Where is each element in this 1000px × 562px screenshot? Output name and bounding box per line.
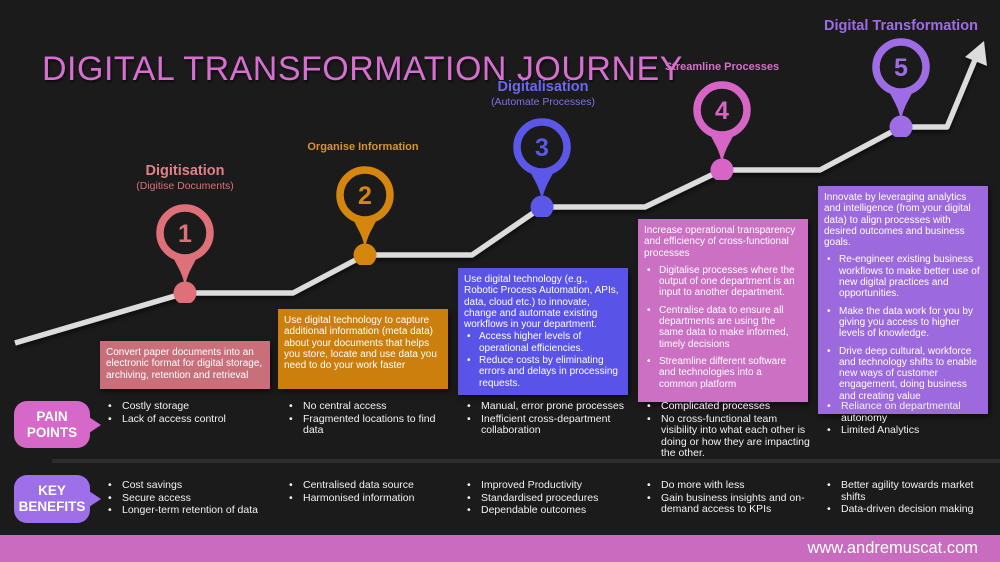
- bullet-item: Re-engineer existing business workflows …: [824, 254, 982, 299]
- stage-label-streamline-processes: Streamline Processes: [622, 61, 822, 73]
- bullet-item: Access higher levels of operational effi…: [464, 331, 622, 354]
- stage-description: Innovate by leveraging analytics and int…: [824, 192, 971, 249]
- key-benefits-list-stage-1: Cost savings Secure access Longer-term r…: [100, 479, 272, 518]
- key-benefit-item: Standardised procedures: [459, 492, 631, 505]
- bullet-item: Reduce costs by eliminating errors and d…: [464, 355, 622, 389]
- pain-points-list-stage-3: Manual, error prone processes Inefficien…: [459, 400, 631, 438]
- stage-description-box-2: Use digital technology to capture additi…: [278, 309, 448, 389]
- stage-description: Convert paper documents into an electron…: [106, 347, 263, 381]
- stage-description-bullets: Re-engineer existing business workflows …: [824, 254, 982, 402]
- stage-name: Digitalisation: [497, 79, 589, 95]
- stage-description-bullets: Digitalise processes where the output of…: [644, 265, 802, 390]
- pain-point-item: Reliance on departmental autonomy: [819, 400, 991, 424]
- key-benefit-item: Better agility towards market shifts: [819, 479, 991, 503]
- stage-description-bullets: Access higher levels of operational effi…: [464, 331, 622, 388]
- pain-points-list-stage-1: Costly storage Lack of access control: [100, 400, 272, 426]
- pain-points-list-stage-5: Reliance on departmental autonomy Limite…: [819, 400, 991, 438]
- stage-description: Increase operational transparency and ef…: [644, 225, 796, 259]
- stage-name: Digital Transformation: [824, 18, 978, 34]
- journey-pin-3: 3: [512, 117, 572, 219]
- pain-point-item: Complicated processes: [639, 400, 811, 413]
- pain-point-item: Inefficient cross-department collaborati…: [459, 413, 631, 437]
- pain-point-item: Manual, error prone processes: [459, 400, 631, 413]
- key-benefit-item: Dependable outcomes: [459, 505, 631, 517]
- key-benefit-item: Improved Productivity: [459, 479, 631, 492]
- key-benefits-label: KEY BENEFITS: [18, 483, 86, 514]
- pain-point-item: Lack of access control: [100, 413, 272, 426]
- map-pin-icon: 5: [872, 38, 930, 139]
- pin-number: 4: [715, 97, 729, 125]
- pain-point-item: No central access: [281, 400, 453, 413]
- key-benefits-list-stage-3: Improved Productivity Standardised proce…: [459, 479, 631, 518]
- stage-name: Digitisation: [145, 163, 225, 179]
- stage-description-box-4: Increase operational transparency and ef…: [638, 219, 808, 402]
- pain-point-item: Costly storage: [100, 400, 272, 413]
- key-benefits-list-stage-4: Do more with less Gain business insights…: [639, 479, 811, 517]
- website-url: www.andremuscat.com: [807, 539, 978, 557]
- stage-label-organise-information: Organise Information: [263, 141, 463, 153]
- map-pin-icon: 4: [693, 81, 751, 182]
- pin-number: 2: [358, 182, 372, 210]
- stage-subtitle: (Automate Processes): [491, 96, 595, 108]
- journey-pin-5: 5: [871, 37, 931, 139]
- pain-point-item: Fragmented locations to find data: [281, 413, 453, 437]
- stage-label-digital-transformation: Digital Transformation: [801, 18, 1000, 34]
- pain-points-list-stage-2: No central access Fragmented locations t…: [281, 400, 453, 438]
- bullet-item: Digitalise processes where the output of…: [644, 265, 802, 299]
- key-benefit-item: Data-driven decision making: [819, 504, 991, 516]
- key-benefits-list-stage-5: Better agility towards market shifts Dat…: [819, 479, 991, 517]
- pain-point-item: No cross-functional team visibility into…: [639, 413, 811, 460]
- stage-description: Use digital technology (e.g., Robotic Pr…: [464, 274, 619, 331]
- key-benefit-item: Secure access: [100, 492, 272, 505]
- row-divider: [52, 459, 1000, 463]
- pain-points-label: PAIN POINTS: [26, 408, 78, 440]
- pain-point-item: Limited Analytics: [819, 425, 991, 437]
- pin-number: 5: [894, 54, 908, 82]
- pain-points-list-stage-4: Complicated processes No cross-functiona…: [639, 400, 811, 461]
- stage-subtitle: (Digitise Documents): [136, 180, 234, 192]
- bullet-item: Drive deep cultural, workforce and techn…: [824, 346, 982, 402]
- stage-description-box-5: Innovate by leveraging analytics and int…: [818, 186, 988, 415]
- key-benefits-badge: KEY BENEFITS: [14, 475, 101, 523]
- journey-pin-2: 2: [335, 165, 395, 267]
- journey-pin-1: 1: [155, 203, 215, 305]
- stage-name: Streamline Processes: [664, 61, 780, 73]
- key-benefit-item: Longer-term retention of data: [100, 505, 272, 517]
- map-pin-icon: 1: [156, 204, 214, 305]
- map-pin-icon: 2: [336, 166, 394, 267]
- stage-label-digitalisation: Digitalisation (Automate Processes): [443, 79, 643, 108]
- bullet-item: Make the data work for you by giving you…: [824, 306, 982, 340]
- arrow-head-icon: [965, 41, 987, 66]
- stage-description: Use digital technology to capture additi…: [284, 315, 437, 372]
- stage-description-box-1: Convert paper documents into an electron…: [100, 341, 270, 389]
- key-benefit-item: Do more with less: [639, 479, 811, 492]
- pain-points-badge: PAIN POINTS: [14, 401, 101, 448]
- bullet-item: Streamline different software and techno…: [644, 356, 802, 390]
- key-benefit-item: Gain business insights and on-demand acc…: [639, 492, 811, 516]
- map-pin-icon: 3: [513, 118, 571, 219]
- footer-bar: www.andremuscat.com: [0, 535, 1000, 562]
- stage-name: Organise Information: [307, 141, 419, 153]
- key-benefit-item: Centralised data source: [281, 479, 453, 492]
- key-benefits-list-stage-2: Centralised data source Harmonised infor…: [281, 479, 453, 505]
- pin-number: 1: [178, 220, 192, 248]
- bullet-item: Centralise data to ensure all department…: [644, 305, 802, 350]
- pin-number: 3: [535, 134, 549, 162]
- journey-pin-4: 4: [692, 80, 752, 182]
- key-benefit-item: Harmonised information: [281, 492, 453, 505]
- stage-description-box-3: Use digital technology (e.g., Robotic Pr…: [458, 268, 628, 395]
- key-benefit-item: Cost savings: [100, 479, 272, 492]
- stage-label-digitisation: Digitisation (Digitise Documents): [85, 163, 285, 192]
